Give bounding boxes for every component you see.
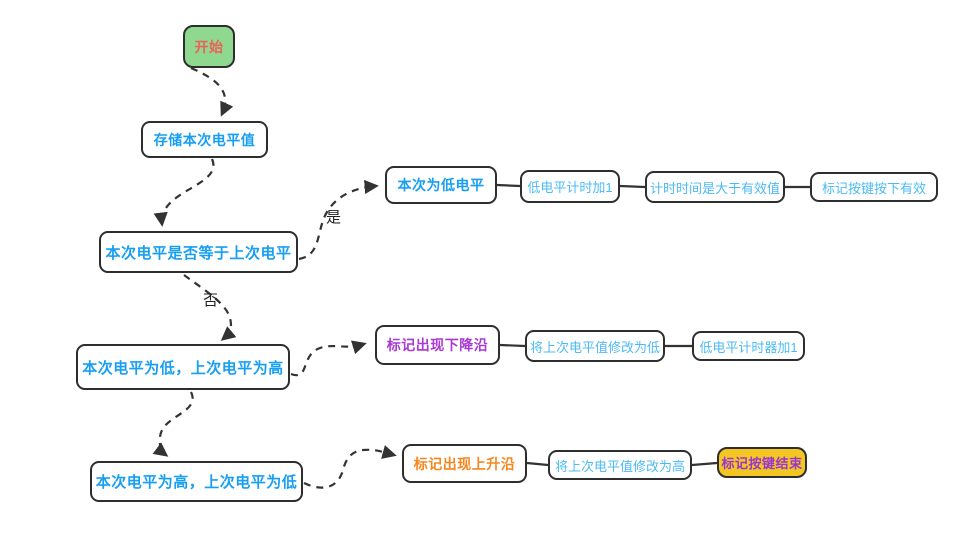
edge-falling-to-rising (152, 391, 194, 457)
node-store-level-label: 存储本次电平值 (153, 131, 256, 148)
node-start[interactable]: 开始 (183, 25, 235, 68)
edge-check-yes-to-lowlevel (298, 179, 379, 261)
node-low-timer2-inc-label: 低电平计时器加1 (699, 339, 798, 355)
node-mark-falling-edge[interactable]: 标记出现下降沿 (375, 325, 500, 365)
node-mark-key-valid-label: 标记按键按下有效 (821, 180, 926, 196)
node-check-equal[interactable]: 本次电平是否等于上次电平 (99, 231, 298, 273)
node-falling-cond-label: 本次电平为低，上次电平为高 (82, 359, 284, 377)
node-check-equal-label: 本次电平是否等于上次电平 (105, 244, 292, 262)
edge-check-no-to-falling (183, 274, 237, 341)
node-end[interactable]: 标记按键结束 (717, 447, 807, 478)
node-low-timer2-inc[interactable]: 低电平计时器加1 (692, 331, 805, 361)
node-low-timer-inc-label: 低电平计时加1 (527, 180, 613, 195)
node-mark-rising-edge-label: 标记出现上升沿 (413, 455, 516, 472)
node-mark-key-valid[interactable]: 标记按键按下有效 (810, 172, 938, 202)
node-set-prev-high[interactable]: 将上次电平值修改为高 (548, 450, 692, 480)
node-set-prev-high-label: 将上次电平值修改为高 (554, 458, 685, 474)
edge-store-to-check (153, 158, 215, 227)
node-end-label: 标记按键结束 (721, 456, 803, 471)
node-low-timer-inc[interactable]: 低电平计时加1 (520, 170, 620, 203)
node-rising-cond-label: 本次电平为高，上次电平为低 (95, 474, 298, 491)
node-store-level[interactable]: 存储本次电平值 (141, 121, 268, 158)
connector-timer-validcheck (619, 184, 646, 189)
edge-label-yes: 是 (326, 209, 342, 226)
node-timer-valid-check[interactable]: 计时时间是大于有效值 (645, 171, 785, 203)
node-timer-valid-check-label: 计时时间是大于有效值 (649, 180, 780, 196)
node-rising-cond[interactable]: 本次电平为高，上次电平为低 (90, 461, 303, 502)
edge-rising-to-markrising (303, 445, 397, 489)
edge-falling-to-markfalling (290, 340, 367, 377)
node-set-prev-low[interactable]: 将上次电平值修改为低 (525, 330, 665, 362)
edge-label-no: 否 (203, 292, 219, 309)
node-low-level-label: 本次为低电平 (397, 177, 485, 193)
node-low-level[interactable]: 本次为低电平 (385, 166, 497, 204)
node-start-label: 开始 (194, 38, 224, 55)
connector-markfalling-setlow (499, 343, 526, 348)
edge-start-to-store (190, 66, 234, 117)
node-mark-rising-edge[interactable]: 标记出现上升沿 (402, 444, 527, 483)
connector-sethigh-end (691, 461, 718, 467)
connector-lowlevel-timer (496, 183, 521, 188)
node-mark-falling-edge-label: 标记出现下降沿 (386, 337, 489, 353)
node-falling-cond[interactable]: 本次电平为低，上次电平为高 (76, 344, 290, 390)
node-set-prev-low-label: 将上次电平值修改为低 (529, 339, 660, 355)
connector-markrising-sethigh (526, 461, 549, 467)
